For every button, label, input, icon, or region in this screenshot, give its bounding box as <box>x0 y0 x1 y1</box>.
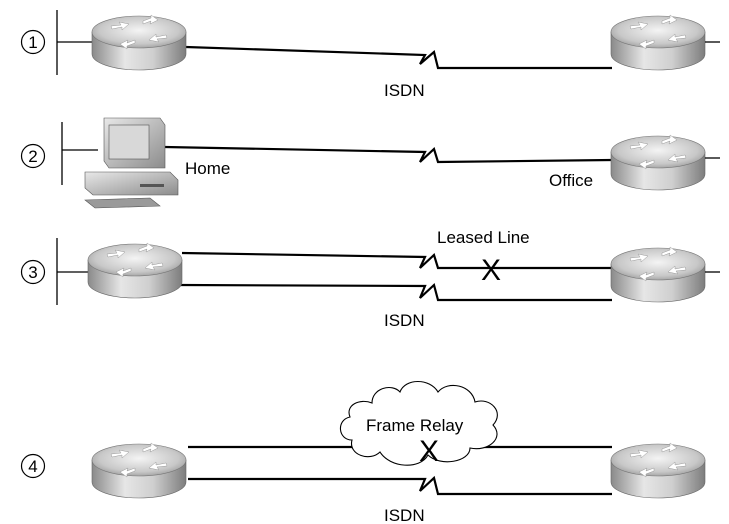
scenario-2-number-circle <box>20 143 46 169</box>
scenario-4: 4 Frame Relay X ISDN <box>20 380 706 524</box>
home-label: Home <box>185 159 230 178</box>
router-left <box>91 442 187 499</box>
scenario-3-number: 3 <box>28 263 37 282</box>
router-right <box>610 246 706 303</box>
router-left <box>91 14 187 71</box>
isdn-label: ISDN <box>384 311 425 330</box>
isdn-link <box>185 45 612 70</box>
scenario-2: 2 Home Office <box>20 117 720 209</box>
scenario-1-number: 1 <box>28 33 37 52</box>
frame-relay-label: Frame Relay <box>366 416 464 435</box>
scenario-1: 1 ISDN <box>20 10 720 100</box>
leased-line-label: Leased Line <box>437 228 530 247</box>
scenario-1-number-circle <box>20 29 46 55</box>
frame-relay-cloud-icon <box>339 380 498 466</box>
scenario-4-number: 4 <box>28 457 37 476</box>
scenario-3: 3 X Leased Line ISDN <box>20 228 720 330</box>
isdn-label: ISDN <box>384 81 425 100</box>
router-right <box>610 14 706 71</box>
isdn-backup-link <box>188 475 612 496</box>
frame-relay-failure-mark: X <box>419 435 439 468</box>
leased-line-failure-mark: X <box>481 254 501 287</box>
scenario-3-number-circle <box>20 259 46 285</box>
scenario-4-number-circle <box>20 453 46 479</box>
home-pc-icon <box>84 117 179 209</box>
router-left <box>87 242 183 299</box>
office-router <box>610 134 706 191</box>
isdn-label: ISDN <box>384 506 425 524</box>
isdn-dial-link <box>164 145 613 164</box>
scenario-2-number: 2 <box>28 147 37 166</box>
isdn-backup-link <box>179 282 612 302</box>
office-label: Office <box>549 171 593 190</box>
leased-line-link <box>181 251 612 270</box>
router-right <box>610 442 706 499</box>
